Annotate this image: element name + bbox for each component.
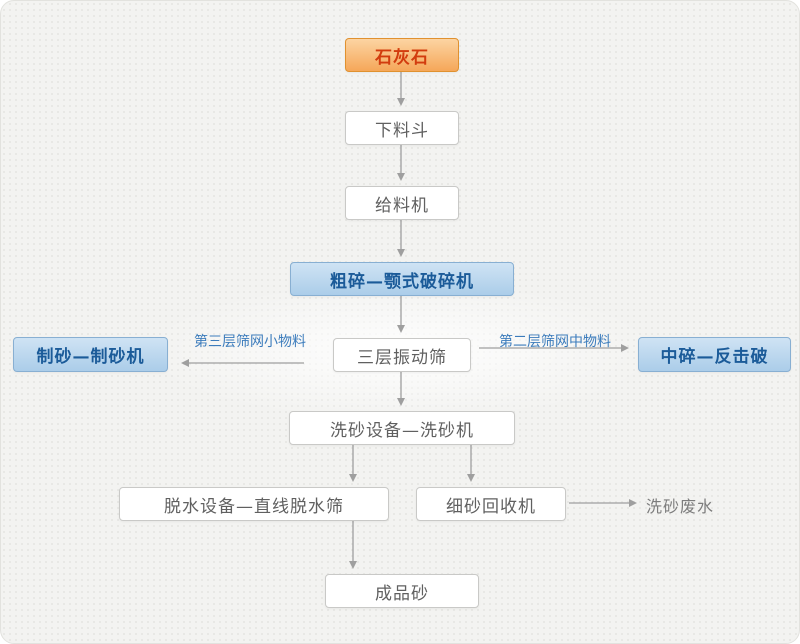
arrow-screen-to-washer — [397, 372, 405, 406]
arrow-screen-to-sand-maker — [181, 359, 304, 367]
label-washing-wastewater: 洗砂废水 — [646, 497, 715, 516]
node-finished-sand: 成品砂 — [325, 574, 479, 608]
node-medium-impact-crusher: 中碎—反击破 — [638, 337, 791, 372]
node-coarse-jaw-crusher: 粗碎—颚式破碎机 — [290, 262, 514, 296]
arrow-recycler-to-wastewater — [569, 499, 637, 507]
arrow-washer-to-recycler — [467, 445, 475, 482]
node-feeder: 给料机 — [345, 186, 459, 220]
arrow-feeder-to-coarse-crusher — [397, 220, 405, 257]
arrow-limestone-to-hopper — [397, 72, 405, 106]
node-linear-dewatering-screen: 脱水设备—直线脱水筛 — [119, 487, 389, 521]
node-three-layer-vibrating-screen: 三层振动筛 — [333, 338, 471, 372]
node-sand-making-machine: 制砂—制砂机 — [13, 337, 168, 372]
arrow-washer-to-dewatering — [349, 445, 357, 482]
node-limestone: 石灰石 — [345, 38, 459, 72]
arrow-coarse-crusher-to-screen — [397, 296, 405, 333]
arrow-hopper-to-feeder — [397, 145, 405, 181]
node-feed-hopper: 下料斗 — [345, 111, 459, 145]
node-sand-washing-machine: 洗砂设备—洗砂机 — [289, 411, 515, 445]
edge-label-second-screen-medium-material: 第二层筛网中物料 — [499, 334, 611, 350]
arrow-dewatering-to-finished-sand — [349, 521, 357, 569]
node-fine-sand-recycler: 细砂回收机 — [416, 487, 566, 521]
edge-label-third-screen-small-material: 第三层筛网小物料 — [194, 334, 306, 350]
